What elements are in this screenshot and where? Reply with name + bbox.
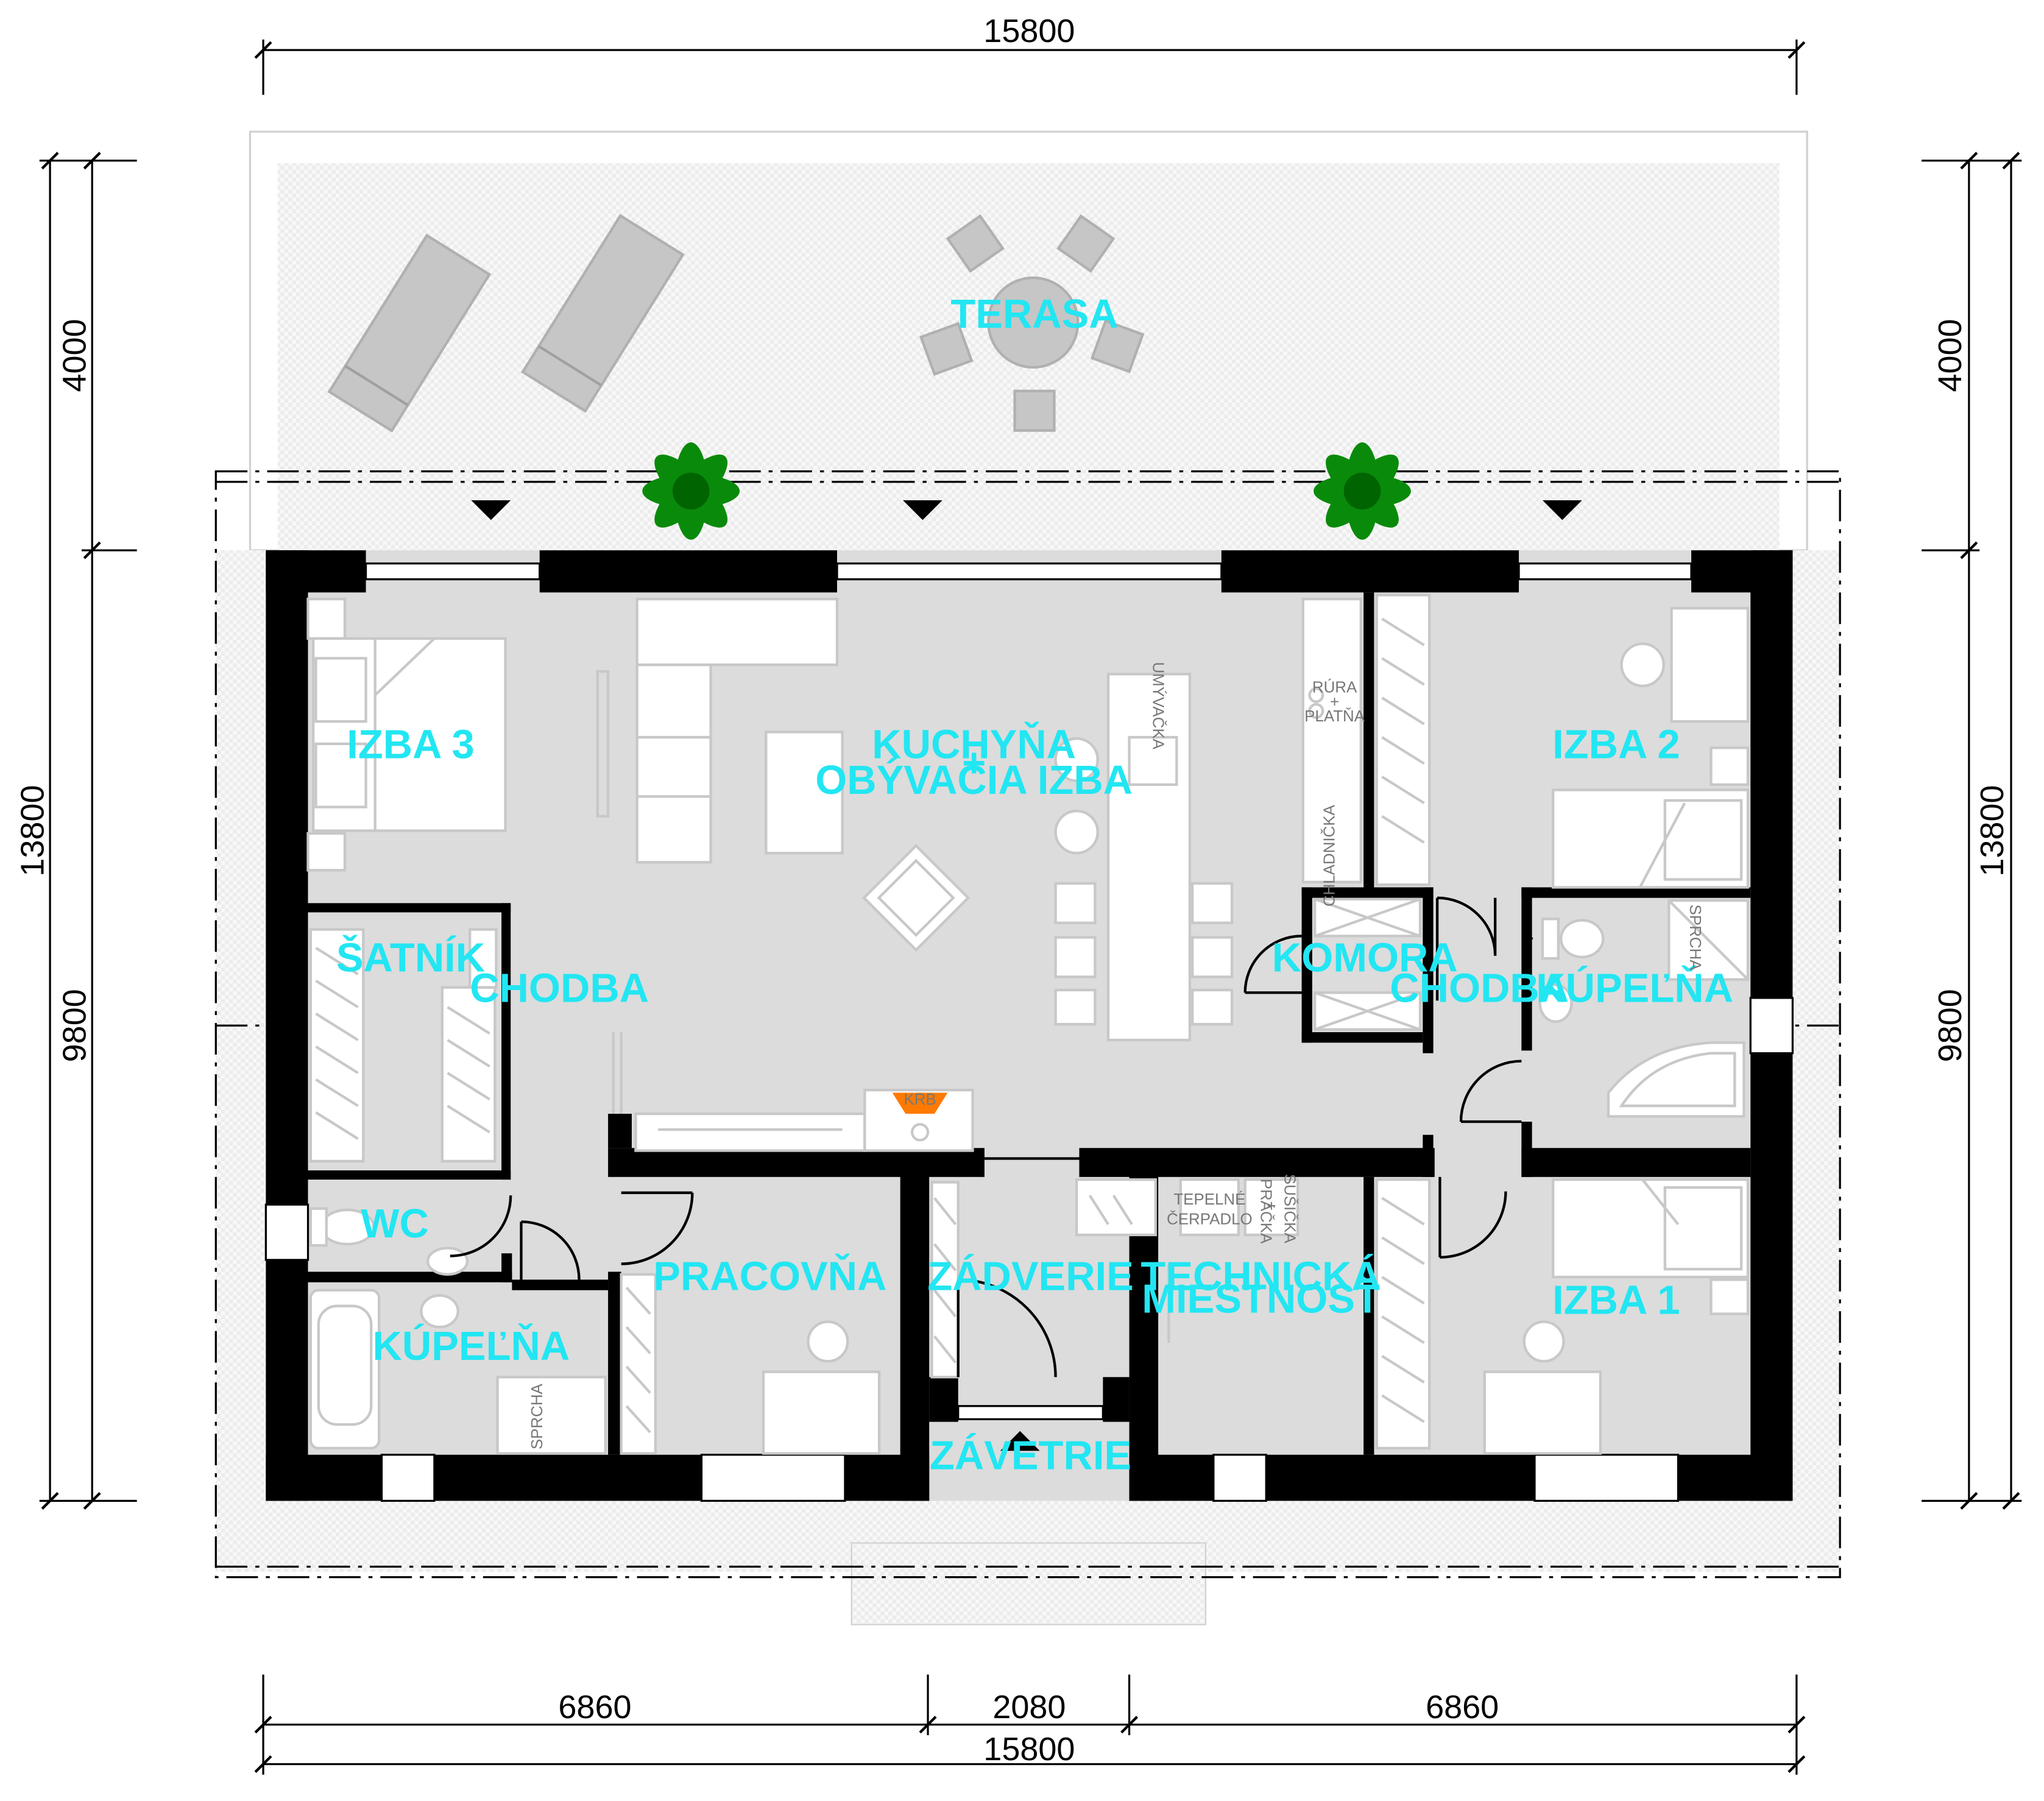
plant-icon xyxy=(1314,442,1411,540)
dimension-right: 4000 9800 13800 xyxy=(1922,152,2022,1510)
room-label-izba3: IZBA 3 xyxy=(347,722,475,768)
roof-outline xyxy=(214,470,1841,1579)
fixture-label-rura-1: RÚRA xyxy=(1312,679,1357,696)
room-label-zadverie: ZÁDVERIE xyxy=(927,1254,1134,1300)
room-label-kupelna-left: KÚPEĽŇA xyxy=(373,1323,570,1369)
izba1-furniture xyxy=(1375,1178,1750,1455)
dimension-bottom: 6860 2080 6860 15800 xyxy=(254,1674,1806,1775)
fixture-label-tepelne-1: TEPELNÉ xyxy=(1173,1191,1245,1208)
entry-arrow-icon xyxy=(902,500,942,520)
terrace-paving xyxy=(249,130,1808,551)
bathroom-left-fixtures xyxy=(309,1289,607,1455)
room-label-chodba-left: CHODBA xyxy=(470,965,649,1011)
room-label-wc: WC xyxy=(361,1201,429,1247)
room-label-zavetrie: ZÁVETRIE xyxy=(930,1432,1131,1478)
fixture-label-tepelne-2: ČERPADLO xyxy=(1167,1211,1253,1228)
fixture-label-pracka-2: + xyxy=(1267,1198,1276,1215)
dim-right-total: 13800 xyxy=(1974,785,2010,876)
sun-lounger-right xyxy=(521,213,685,413)
dim-bottom-right: 6860 xyxy=(1426,1689,1499,1725)
fixture-label-rura-3: PLATŇA xyxy=(1304,707,1365,725)
satnik-shelves xyxy=(309,928,498,1163)
pracovna-furniture xyxy=(620,1273,881,1455)
fixture-label-sprcha-right: SPRCHA xyxy=(1686,905,1703,971)
entry-arrow-icon xyxy=(471,500,511,520)
dim-top-total: 15800 xyxy=(983,13,1075,49)
fixture-label-rura-2: + xyxy=(1330,693,1339,710)
room-label-kuchyna-plus: + xyxy=(962,740,986,786)
komora-shelves xyxy=(1314,897,1422,1031)
bathroom-right-fixtures xyxy=(1538,899,1750,1118)
dim-left-house: 9800 xyxy=(56,989,93,1062)
technical-room-fixtures xyxy=(1167,1178,1300,1343)
room-label-komora: KOMORA xyxy=(1272,935,1458,981)
interior-walls xyxy=(308,592,1751,1455)
fixture-label-pracka-3: SUŠIČKA xyxy=(1281,1174,1298,1244)
door-swings xyxy=(450,896,1533,1378)
zadverie-furniture xyxy=(930,1178,1157,1379)
entry-arrow-icon xyxy=(1000,1431,1040,1451)
sun-lounger-left xyxy=(327,233,492,433)
dim-bottom-mid: 2080 xyxy=(992,1689,1066,1725)
entry-arrow-icon xyxy=(1542,500,1582,520)
room-label-obyvacia: OBÝVACIA IZBA xyxy=(815,757,1133,803)
fixture-label-chladnicka: CHLADNIČKA xyxy=(1321,804,1339,907)
izba2-furniture xyxy=(1375,593,1750,889)
room-label-pracovna: PRACOVŇA xyxy=(653,1254,886,1300)
dim-left-total: 13800 xyxy=(14,785,51,876)
room-label-satnik: ŠATNÍK xyxy=(336,935,485,981)
dim-bottom-total: 15800 xyxy=(983,1731,1075,1767)
dim-right-terrace: 4000 xyxy=(1932,319,1968,392)
fixture-label-krb: KRB xyxy=(904,1091,936,1108)
dim-right-house: 9800 xyxy=(1932,989,1968,1062)
room-label-izba2: IZBA 2 xyxy=(1552,722,1680,768)
patio-table-set xyxy=(919,214,1145,432)
dimension-left: 13800 4000 9800 xyxy=(14,152,137,1510)
room-label-technicka: TECHNICKÁ xyxy=(1140,1254,1381,1300)
fixture-label-umyvacka: UMÝVAČKA xyxy=(1149,662,1167,749)
fixture-label-pracka-1: PRÁČKA xyxy=(1257,1179,1275,1244)
living-furniture xyxy=(612,598,1362,1152)
fixture-label-sprcha-left: SPRCHA xyxy=(529,1383,546,1449)
dim-left-terrace: 4000 xyxy=(56,319,93,392)
room-label-terasa: TERASA xyxy=(950,291,1118,337)
fireplace-icon xyxy=(892,1092,948,1114)
room-label-chodba-right: CHODBA xyxy=(1390,965,1569,1011)
plant-icon xyxy=(642,442,740,540)
wc-fixtures xyxy=(309,1207,469,1276)
izba3-furniture xyxy=(306,598,610,872)
windows xyxy=(264,562,1794,1502)
dimension-top: 15800 xyxy=(254,13,1806,95)
room-label-kupelna-right: KÚPEĽŇA xyxy=(1536,965,1733,1011)
room-label-miestnost: MIESTNOSŤ xyxy=(1142,1276,1380,1322)
dim-bottom-left: 6860 xyxy=(558,1689,631,1725)
room-label-kuchyna: KUCHYŇA xyxy=(872,722,1076,768)
room-label-izba1: IZBA 1 xyxy=(1552,1277,1680,1323)
